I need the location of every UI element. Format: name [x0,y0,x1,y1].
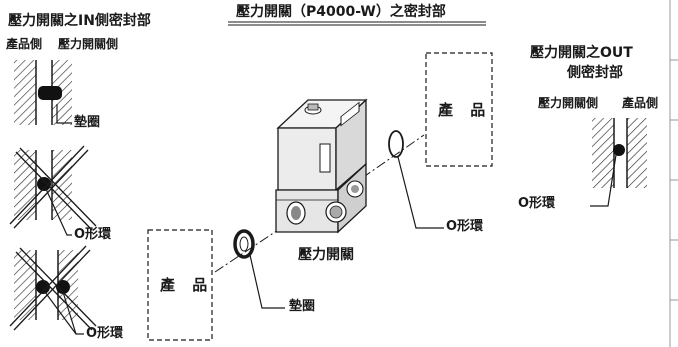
in-oring-label-1: O形環 [74,227,112,242]
out-product-side-label: 產品側 [622,96,659,110]
in-switch-side-label: 壓力開關側 [58,37,119,51]
in-double-oring-detail [9,245,97,335]
main-gasket-label: 墊圈 [289,299,316,314]
diagram-title: 壓力開關（P4000-W）之密封部 [236,4,446,20]
out-oring-detail [590,118,647,207]
out-section-heading-2: 側密封部 [567,65,623,81]
in-section-heading: 壓力開關之IN側密封部 [8,13,151,29]
in-oring-label-2: O形環 [86,326,124,341]
in-gasket-detail [14,60,72,125]
in-single-oring-detail [9,145,97,236]
pressure-switch-label: 壓力開關 [298,247,354,263]
main-gasket [233,229,285,309]
product-label-top: 產 品 [438,101,492,119]
in-product-side-label: 產品側 [6,37,43,51]
product-label-bottom: 產 品 [160,276,214,294]
out-switch-side-label: 壓力開關側 [538,96,599,110]
out-oring-label: O形環 [518,196,556,211]
product-box-top [425,52,493,167]
product-box-bottom [147,229,213,341]
main-oring [388,130,444,229]
out-section-heading-1: 壓力開關之OUT [530,45,633,61]
pressure-switch-body [275,98,368,234]
in-gasket-label: 墊圈 [74,115,101,130]
main-oring-label: O形環 [446,219,484,234]
